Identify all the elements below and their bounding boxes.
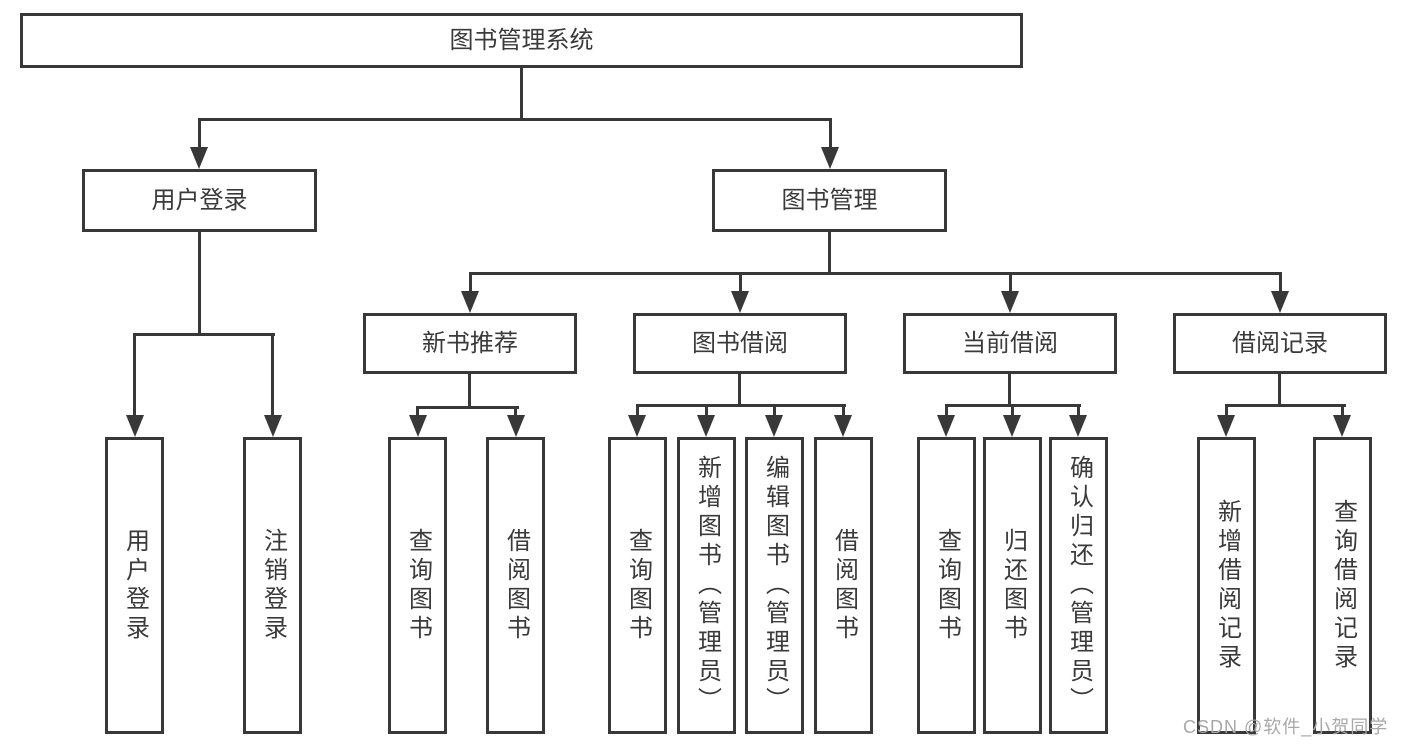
arrowhead-down-icon	[834, 415, 852, 437]
connector-bm-hline	[469, 272, 1282, 275]
node-root: 图书管理系统	[20, 13, 1023, 68]
leaf-add-borrow-record: 新增借阅记录	[1197, 437, 1256, 734]
connector-nb-stem-1	[416, 406, 419, 417]
arrowhead-down-icon	[821, 147, 839, 169]
leaf-user-login: 用户登录	[105, 437, 164, 734]
leaf-borrow-books-1: 借阅图书	[486, 437, 545, 734]
connector-nb-vline	[468, 374, 471, 409]
leaf-add-borrow-record-label: 新增借阅记录	[1213, 498, 1241, 673]
node-user-login: 用户登录	[82, 169, 317, 232]
leaf-logout-label: 注销登录	[259, 527, 287, 644]
node-book-management-label: 图书管理	[781, 186, 878, 214]
leaf-borrow-books-1-label: 借阅图书	[502, 527, 530, 644]
node-root-label: 图书管理系统	[449, 26, 594, 54]
leaf-add-books-admin-label: 新增图书（管理员）	[693, 455, 721, 716]
leaf-query-books-1-label: 查询图书	[404, 527, 432, 644]
connector-nb-hline	[416, 406, 519, 409]
leaf-borrow-books-2: 借阅图书	[814, 437, 873, 734]
arrowhead-down-icon	[409, 415, 427, 437]
arrowhead-down-icon	[1271, 291, 1289, 313]
node-new-book-recommend: 新书推荐	[363, 313, 577, 374]
arrowhead-down-icon	[126, 415, 144, 437]
connector-br-stem-1	[1225, 404, 1228, 417]
connector-bb-stem-3	[773, 404, 776, 417]
connector-bm-stem-2	[739, 272, 742, 293]
node-current-borrow: 当前借阅	[903, 313, 1117, 374]
connector-cb-stem-1	[945, 404, 948, 417]
leaf-query-books-2-label: 查询图书	[624, 527, 652, 644]
node-borrow-records-label: 借阅记录	[1232, 329, 1328, 357]
leaf-edit-books-admin: 编辑图书（管理员）	[745, 437, 804, 734]
connector-root-stem-left	[198, 118, 201, 148]
leaf-query-books-1: 查询图书	[388, 437, 447, 734]
leaf-query-books-3-label: 查询图书	[933, 527, 961, 644]
connector-ul-stem-1	[133, 333, 136, 417]
leaf-logout: 注销登录	[243, 437, 302, 734]
connector-root-vline	[520, 68, 523, 120]
arrowhead-down-icon	[697, 415, 715, 437]
leaf-user-login-label: 用户登录	[121, 527, 149, 644]
leaf-query-books-2: 查询图书	[608, 437, 667, 734]
node-borrow-records: 借阅记录	[1173, 313, 1387, 374]
arrowhead-down-icon	[1069, 415, 1087, 437]
arrowhead-down-icon	[190, 147, 208, 169]
connector-ul-hline	[133, 333, 275, 336]
arrowhead-down-icon	[1001, 291, 1019, 313]
connector-cb-stem-3	[1077, 404, 1080, 417]
leaf-confirm-return-admin-label: 确认归还（管理员）	[1065, 455, 1093, 716]
connector-bb-stem-1	[636, 404, 639, 417]
connector-bb-hline	[636, 404, 846, 407]
arrowhead-down-icon	[937, 415, 955, 437]
connector-bm-stem-4	[1279, 272, 1282, 293]
connector-ul-vline	[198, 232, 201, 336]
arrowhead-down-icon	[1003, 415, 1021, 437]
leaf-query-borrow-record: 查询借阅记录	[1313, 437, 1372, 734]
connector-bm-stem-3	[1009, 272, 1012, 293]
connector-br-hline	[1225, 404, 1346, 407]
leaf-return-books: 归还图书	[983, 437, 1042, 734]
arrowhead-down-icon	[507, 415, 525, 437]
connector-br-stem-2	[1341, 404, 1344, 417]
connector-root-stem-right	[829, 118, 832, 148]
node-book-borrow: 图书借阅	[633, 313, 847, 374]
connector-ul-stem-2	[271, 333, 274, 417]
leaf-query-books-3: 查询图书	[917, 437, 976, 734]
arrowhead-down-icon	[765, 415, 783, 437]
leaf-add-books-admin: 新增图书（管理员）	[677, 437, 736, 734]
leaf-query-borrow-record-label: 查询借阅记录	[1329, 498, 1357, 673]
connector-bb-vline	[738, 374, 741, 407]
connector-cb-vline	[1008, 374, 1011, 407]
node-current-borrow-label: 当前借阅	[962, 329, 1058, 357]
arrowhead-down-icon	[264, 415, 282, 437]
csdn-watermark: CSDN @软件_小贺同学	[1183, 717, 1389, 737]
connector-cb-stem-2	[1011, 404, 1014, 417]
arrowhead-down-icon	[731, 291, 749, 313]
leaf-return-books-label: 归还图书	[999, 527, 1027, 644]
connector-bb-stem-2	[705, 404, 708, 417]
arrowhead-down-icon	[1333, 415, 1351, 437]
connector-root-hline	[198, 118, 832, 121]
arrowhead-down-icon	[1217, 415, 1235, 437]
connector-bb-stem-4	[842, 404, 845, 417]
node-book-management: 图书管理	[712, 169, 947, 232]
connector-nb-stem-2	[514, 406, 517, 417]
node-new-book-recommend-label: 新书推荐	[422, 329, 518, 357]
leaf-edit-books-admin-label: 编辑图书（管理员）	[761, 455, 789, 716]
node-book-borrow-label: 图书借阅	[692, 329, 788, 357]
connector-bm-stem-1	[469, 272, 472, 293]
leaf-confirm-return-admin: 确认归还（管理员）	[1049, 437, 1108, 734]
arrowhead-down-icon	[628, 415, 646, 437]
connector-br-vline	[1278, 374, 1281, 407]
arrowhead-down-icon	[461, 291, 479, 313]
connector-bm-vline	[828, 232, 831, 274]
leaf-borrow-books-2-label: 借阅图书	[830, 527, 858, 644]
node-user-login-label: 用户登录	[151, 186, 248, 214]
